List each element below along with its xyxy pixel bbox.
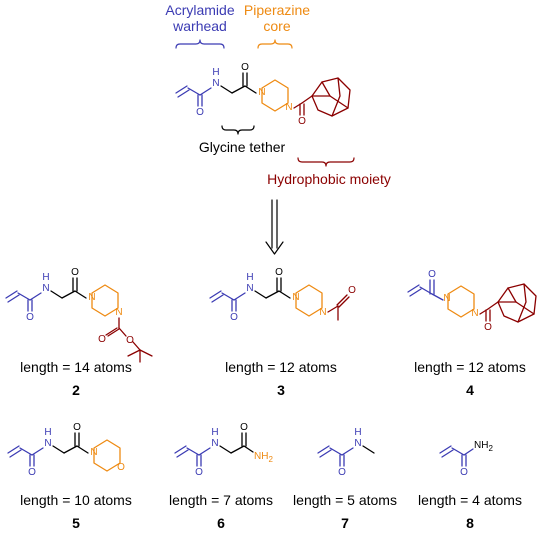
atom-o: O: [428, 269, 436, 280]
arrow-down-icon: [265, 199, 284, 255]
compound-3-label: 3: [277, 382, 285, 398]
hydrophobic-label: Hydrophobic moiety: [267, 171, 391, 187]
compound-3-length: length = 12 atoms: [225, 359, 337, 375]
atom-o: O: [98, 334, 106, 345]
atom-o: O: [71, 267, 79, 278]
atom-o: O: [26, 312, 34, 323]
atom-n: N: [212, 78, 219, 89]
atom-n: N: [443, 293, 450, 304]
atom-nh2: NH2: [254, 451, 273, 464]
compound-2-structure: O N H O N N O O: [5, 267, 153, 363]
atom-o: O: [126, 335, 134, 346]
compound-8-label: 8: [466, 515, 474, 531]
hydrophobic-brace: [297, 157, 355, 167]
atom-n: N: [246, 283, 253, 294]
compound-8-structure: O NH2: [439, 440, 493, 478]
warhead-label-line2: warhead: [172, 18, 227, 34]
compound-2-length: length = 14 atoms: [20, 359, 132, 375]
atom-o: O: [196, 107, 204, 118]
atom-h: H: [354, 427, 361, 438]
lead-molecule: O N H O N N O: [175, 62, 351, 127]
compound-4-length: length = 12 atoms: [414, 359, 526, 375]
core-brace: [257, 39, 293, 49]
compound-2-label: 2: [72, 382, 80, 398]
atom-h: H: [246, 272, 253, 283]
atom-o: O: [195, 467, 203, 478]
core-label-line1: Piperazine: [244, 2, 310, 18]
atom-o: O: [240, 422, 248, 433]
compound-5-structure: O N H O N O: [7, 422, 125, 478]
atom-o: O: [460, 467, 468, 478]
warhead-annotation: Acrylamide warhead: [165, 2, 235, 49]
atom-n: N: [44, 438, 51, 449]
atom-o: O: [117, 462, 125, 473]
compound-6-label: 6: [217, 515, 225, 531]
warhead-label-line1: Acrylamide: [165, 2, 234, 18]
warhead-brace: [175, 39, 225, 49]
atom-h: H: [211, 427, 218, 438]
compound-7-label: 7: [341, 515, 349, 531]
atom-n: N: [88, 292, 95, 303]
atom-nh2: NH2: [474, 440, 493, 453]
atom-o: O: [28, 467, 36, 478]
atom-o: O: [73, 422, 81, 433]
atom-h: H: [212, 67, 219, 78]
atom-o: O: [275, 267, 283, 278]
tether-brace: [221, 125, 255, 135]
atom-o: O: [348, 285, 356, 296]
compound-4-label: 4: [466, 382, 474, 398]
atom-o: O: [298, 116, 306, 127]
compound-5-length: length = 10 atoms: [20, 492, 132, 508]
compound-7-structure: O N H: [317, 427, 375, 478]
compound-7-length: length = 5 atoms: [293, 492, 397, 508]
atom-n: N: [90, 447, 97, 458]
atom-h: H: [44, 427, 51, 438]
core-label-line2: core: [263, 18, 290, 34]
atom-o: O: [230, 312, 238, 323]
compound-6-length: length = 7 atoms: [169, 492, 273, 508]
atom-n: N: [258, 87, 265, 98]
atom-o: O: [241, 62, 249, 73]
compound-4-structure: O N N O: [407, 269, 537, 333]
atom-h: H: [42, 272, 49, 283]
atom-o: O: [338, 467, 346, 478]
atom-n: N: [354, 438, 361, 449]
atom-n: N: [471, 308, 478, 319]
atom-o: O: [484, 322, 492, 333]
atom-n: N: [42, 283, 49, 294]
compound-5-label: 5: [72, 515, 80, 531]
atom-n: N: [211, 438, 218, 449]
compound-3-structure: O N H O N N O: [209, 267, 356, 323]
atom-n: N: [319, 307, 326, 318]
atom-n: N: [285, 102, 292, 113]
compound-8-length: length = 4 atoms: [418, 492, 522, 508]
compound-6-structure: O N H O NH2: [174, 422, 273, 478]
atom-n: N: [115, 307, 122, 318]
core-annotation: Piperazine core: [244, 2, 310, 49]
atom-n: N: [292, 292, 299, 303]
tether-label: Glycine tether: [199, 139, 286, 155]
